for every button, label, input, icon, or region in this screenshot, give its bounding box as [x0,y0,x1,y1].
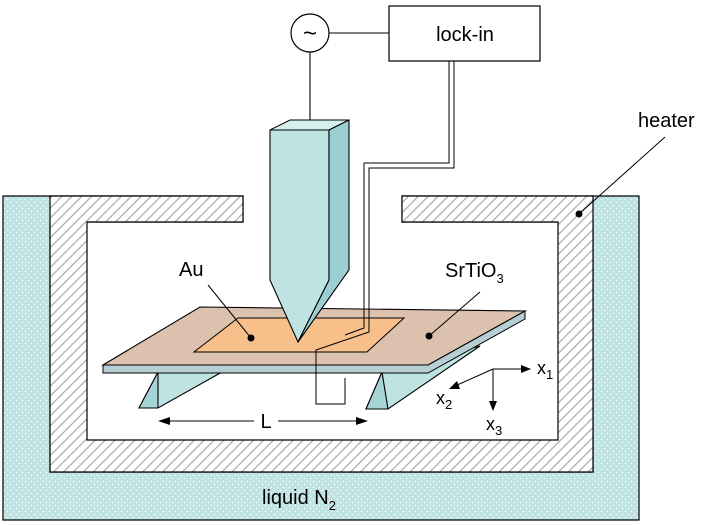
srtio3-leader-dot [425,332,433,340]
srtio3-label: SrTiO3 [445,260,504,286]
signal-lead-inner [344,61,450,336]
axis-x3-label: x3 [486,414,502,438]
srtio3-leader [428,291,481,337]
left-support-face [138,371,159,409]
au-label: Au [179,259,203,281]
au-leader [207,284,252,339]
heater-leader [578,136,666,215]
length-label: L [260,411,271,433]
heater-label: heater [638,110,695,132]
axis-x2-arrow [449,381,460,389]
axis-x2-label: x2 [436,388,452,412]
axis-x2 [454,368,494,387]
lockin-label: lock-in [436,24,494,46]
length-arrow-left [158,417,170,425]
lockin-amplifier [388,5,541,62]
axis-x1-label: x1 [537,358,553,382]
axis-x3-arrow [489,401,497,411]
au-leader-dot [247,334,255,342]
axis-x1-arrow [521,365,531,373]
ac-source-symbol: ~ [303,20,317,47]
heater [49,195,594,473]
heater-leader-dot [575,210,583,218]
right-support-face [365,370,389,410]
liquid-nitrogen-label: liquid N2 [262,487,336,513]
probe-side [297,119,350,343]
signal-lead-outer [315,61,455,405]
length-arrow-right [356,417,368,425]
